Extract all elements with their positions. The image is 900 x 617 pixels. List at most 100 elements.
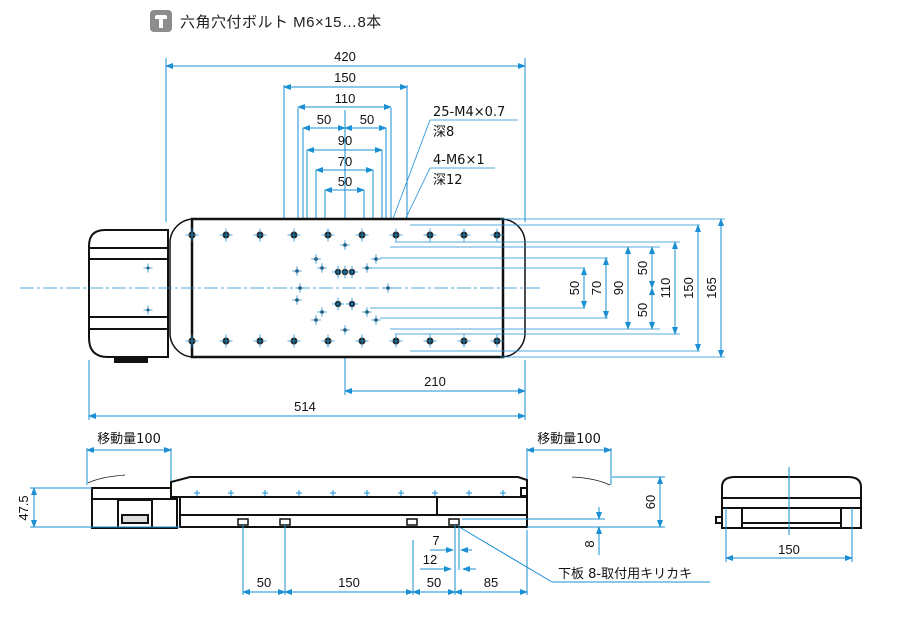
callout-m4-depth: 深8	[433, 125, 454, 140]
dim-514: 514	[294, 399, 316, 414]
dim-150-vertical: 150	[681, 277, 696, 299]
m4-hole-crosshair	[317, 307, 327, 317]
motor-housing	[88, 229, 169, 363]
side-view: 移動量100 移動量100	[16, 432, 710, 595]
side-body	[91, 476, 528, 529]
dim-150-end: 150	[778, 542, 800, 557]
dim-165-vertical: 165	[704, 277, 719, 299]
m6-hole-crosshair	[185, 228, 199, 242]
m6-hole-crosshair	[219, 228, 233, 242]
side-hole-mark	[364, 490, 370, 496]
m4-hole-crosshair	[362, 307, 372, 317]
m4-hole-crosshair	[311, 254, 321, 264]
m4-hole-crosshair	[317, 263, 327, 273]
dim-420: 420	[334, 49, 356, 64]
m4-hole-crosshair	[340, 240, 350, 250]
m6-hole-crosshair	[490, 228, 504, 242]
dim-110-vertical: 110	[658, 278, 673, 299]
mounting-holes	[143, 228, 504, 348]
bolt-spec-header: 六角穴付ボルト M6×15…8本	[150, 8, 382, 34]
m4-hole-crosshair	[340, 325, 350, 335]
side-hole-mark	[262, 490, 268, 496]
m6-hole-crosshair	[321, 228, 335, 242]
center-hole-crosshair	[331, 297, 345, 311]
center-hole-crosshair	[345, 265, 359, 279]
dim-150-side: 150	[338, 575, 360, 590]
side-hole-mark	[228, 490, 234, 496]
side-holes	[194, 490, 506, 496]
end-body	[715, 476, 862, 529]
side-travel-dimension-lines	[86, 447, 612, 485]
side-hole-mark	[194, 490, 200, 496]
callout-m4-tap: 25-M4×0.7	[433, 105, 505, 120]
m6-hole-crosshair	[457, 228, 471, 242]
end-view: 150	[715, 467, 862, 562]
dim-60: 60	[643, 495, 658, 509]
side-hole-mark	[330, 490, 336, 496]
m6-hole-crosshair	[253, 228, 267, 242]
m6-hole-crosshair	[389, 334, 403, 348]
travel-ghost	[87, 474, 611, 486]
dim-150-top: 150	[334, 70, 356, 85]
m6-hole-crosshair	[423, 334, 437, 348]
m6-hole-crosshair	[389, 228, 403, 242]
side-hole-mark	[500, 490, 506, 496]
m6-hole-crosshair	[219, 334, 233, 348]
motor-hole-crosshair	[143, 305, 153, 315]
m4-hole-crosshair	[371, 254, 381, 264]
end-dimension-lines	[725, 508, 853, 562]
top-height-dimension-lines	[581, 218, 724, 358]
m6-hole-crosshair	[287, 228, 301, 242]
side-hole-mark	[466, 490, 472, 496]
motor-hole-crosshair	[143, 263, 153, 273]
dim-12: 12	[423, 552, 437, 567]
side-feet	[237, 518, 460, 526]
dim-50-b: 50	[427, 575, 441, 590]
dim-50-a: 50	[257, 575, 271, 590]
dim-8: 8	[582, 540, 597, 547]
dim-50-upper: 50	[635, 261, 650, 275]
travel-left-label: 移動量100	[97, 432, 161, 447]
m6-hole-crosshair	[321, 334, 335, 348]
dim-47-5: 47.5	[16, 495, 31, 520]
bolt-spec-text: 六角穴付ボルト M6×15…8本	[180, 13, 382, 31]
m4-hole-crosshair	[371, 315, 381, 325]
callout-m6-depth: 深12	[433, 173, 463, 188]
top-bottom-dimension-lines	[88, 388, 526, 419]
dim-50-vertical: 50	[567, 281, 582, 295]
m6-hole-crosshair	[490, 334, 504, 348]
m6-hole-crosshair	[185, 334, 199, 348]
top-view: 420 150 110 50 50 90 70 50 25-M4×0.7 深8 …	[20, 49, 725, 420]
m4-hole-crosshair	[292, 295, 302, 305]
dim-50-right: 50	[360, 112, 374, 127]
dim-90-top: 90	[338, 133, 352, 148]
bottom-plate-callout: 下板 8-取付用キリカキ	[558, 567, 692, 582]
dim-90-vertical: 90	[611, 281, 626, 295]
m4-hole-crosshair	[295, 283, 305, 293]
dim-50-lower: 50	[635, 303, 650, 317]
side-hole-mark	[296, 490, 302, 496]
m6-hole-crosshair	[355, 334, 369, 348]
m6-hole-crosshair	[355, 228, 369, 242]
callout-m6-tap: 4-M6×1	[433, 153, 485, 168]
travel-right-label: 移動量100	[537, 432, 601, 447]
m6-hole-crosshair	[457, 334, 471, 348]
top-height-extension-lines	[370, 218, 725, 358]
dim-110-top: 110	[335, 91, 356, 106]
m4-hole-crosshair	[292, 266, 302, 276]
m6-hole-crosshair	[253, 334, 267, 348]
center-hole-crosshair	[345, 297, 359, 311]
dim-60-8-lines	[462, 476, 665, 555]
top-width-dimension-lines	[165, 63, 526, 193]
dim-70-top: 70	[338, 154, 352, 169]
m6-hole-crosshair	[287, 334, 301, 348]
side-hole-mark	[432, 490, 438, 496]
hex-socket-bolt-icon	[150, 10, 172, 32]
m4-hole-crosshair	[383, 283, 393, 293]
side-bottom-dimension-lines	[242, 525, 710, 595]
dim-47-5-lines	[30, 487, 180, 528]
dim-210: 210	[424, 374, 446, 389]
m4-hole-crosshair	[311, 315, 321, 325]
dim-70-vertical: 70	[589, 281, 604, 295]
